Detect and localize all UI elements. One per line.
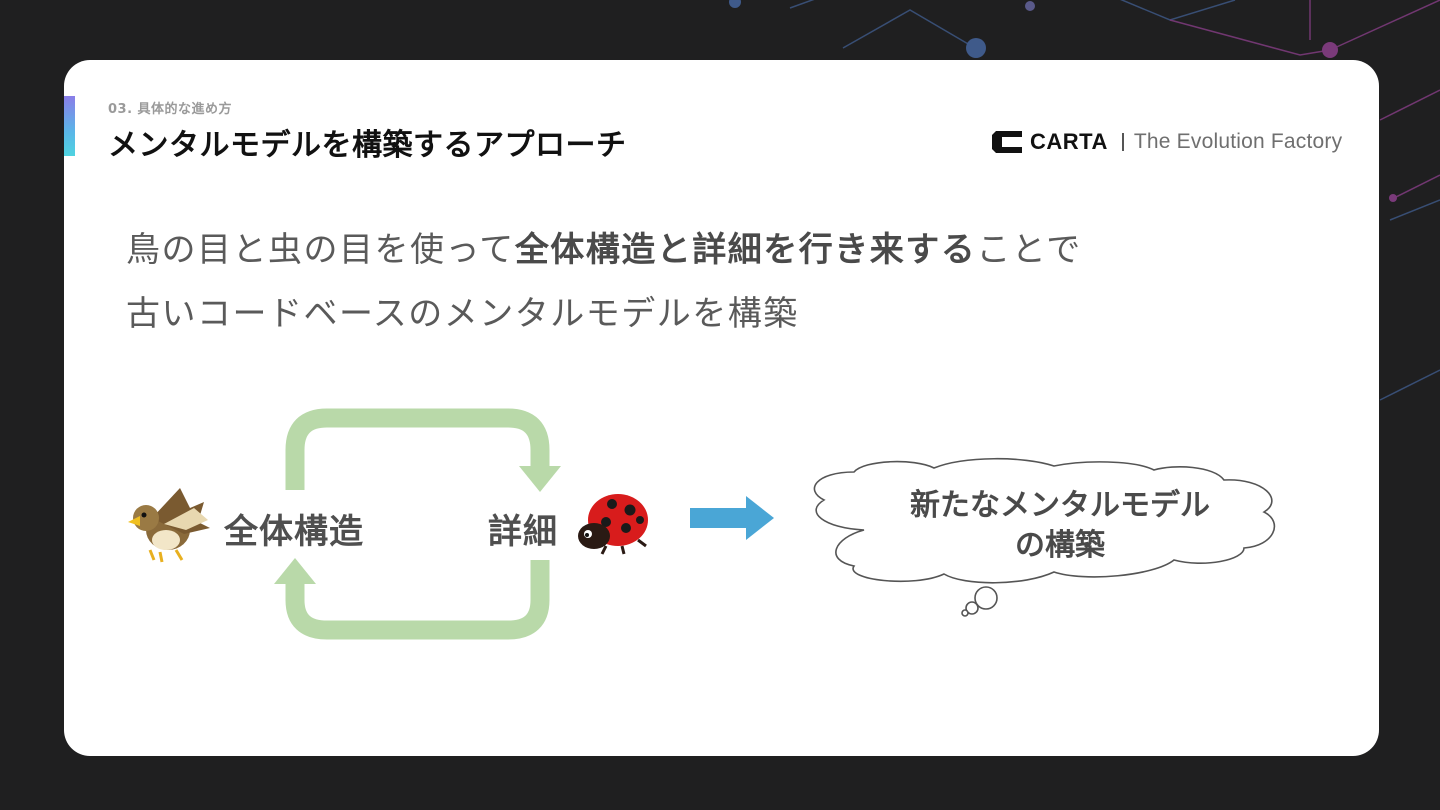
loop-arrow-bottom: [295, 560, 540, 630]
ladybug-icon: [578, 494, 648, 554]
loop-arrowhead-top: [519, 466, 561, 492]
slide-card: 03. 具体的な進め方 メンタルモデルを構築するアプローチ CARTA The …: [64, 60, 1379, 756]
label-detail: 詳細: [488, 504, 558, 553]
diagram-graphics: [64, 60, 1379, 756]
result-arrow: [690, 496, 774, 540]
cloud-text: 新たなメンタルモデル の構築: [884, 486, 1236, 566]
cloud-text-line-1: 新たなメンタルモデル: [884, 486, 1236, 526]
hawk-icon: [128, 488, 210, 562]
loop-arrow-top: [295, 418, 540, 490]
cloud-text-line-2: の構築: [884, 526, 1236, 566]
label-overall-structure: 全体構造: [224, 504, 364, 553]
loop-arrowhead-bottom: [274, 558, 316, 584]
